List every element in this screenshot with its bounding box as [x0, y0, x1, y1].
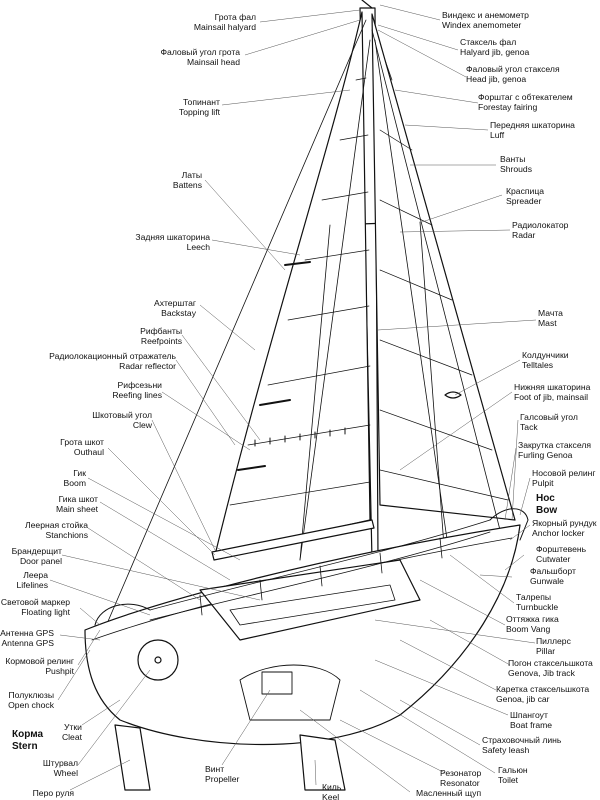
label-rudder-blade: Перо руля [32, 788, 74, 798]
jib-shape [371, 13, 516, 521]
cabin-shape [199, 559, 421, 641]
hull-shape [84, 524, 521, 746]
mainsail-shape [214, 11, 371, 556]
rudder-shape [114, 724, 151, 791]
wheel-shape [137, 639, 179, 681]
label-dipstick: Масленный щуп [416, 788, 482, 798]
keel-shape [299, 734, 346, 791]
boom-shape [211, 519, 375, 561]
